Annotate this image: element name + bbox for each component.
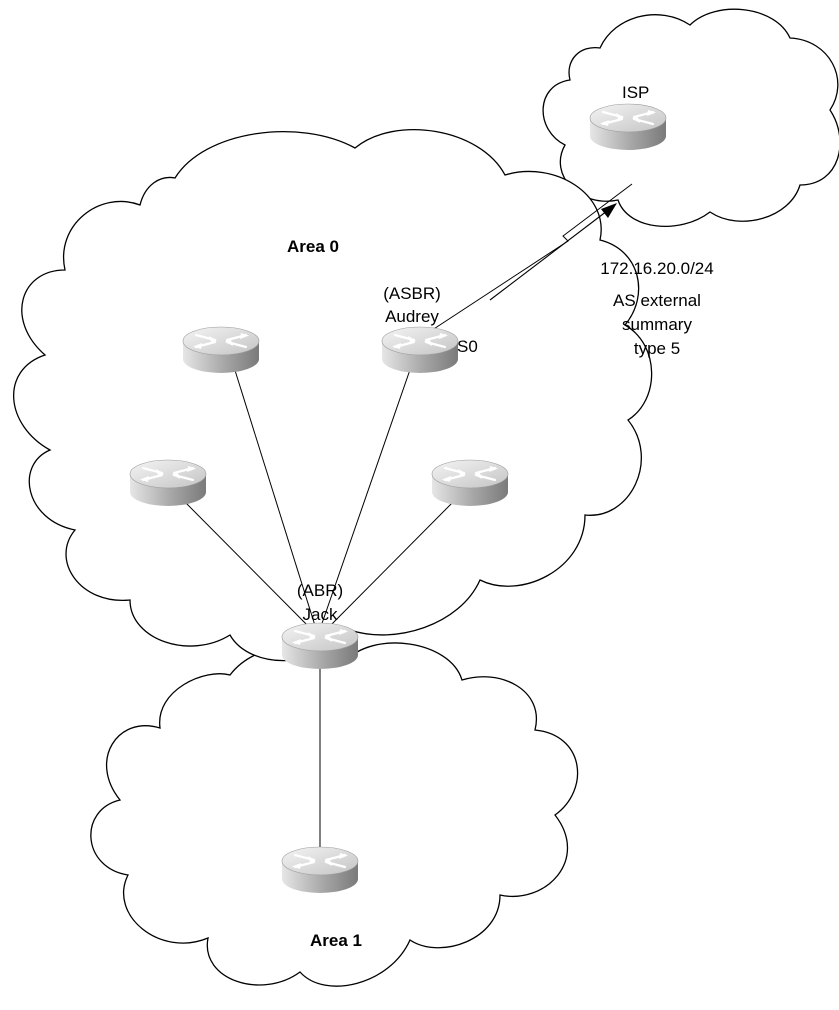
link-jack-router-lower-right <box>320 496 459 636</box>
audrey-router-icon <box>380 325 460 375</box>
area1-cloud <box>90 642 579 987</box>
area0-cloud <box>13 129 653 662</box>
serial-link-s0 <box>419 183 633 339</box>
link-jack-router-upper-left <box>232 363 318 633</box>
isp-cloud <box>542 8 839 228</box>
advertisement-arrow <box>489 210 608 301</box>
isp-label: ISP <box>622 83 649 102</box>
link-jack-audrey <box>318 363 413 633</box>
area1-router-icon <box>280 845 360 895</box>
s0-interface-label: S0 <box>457 337 478 356</box>
prefix-label: 172.16.20.0/24 <box>600 259 713 278</box>
audrey-role-label: (ASBR) <box>383 284 441 303</box>
lsa-line2-label: summary <box>622 315 692 334</box>
audrey-name-label: Audrey <box>385 307 439 326</box>
jack-name-label: Jack <box>303 605 338 624</box>
advertisement-arrow-head <box>601 203 617 218</box>
router-lower-right-icon <box>430 458 510 508</box>
isp-router-icon <box>588 102 668 152</box>
jack-router-icon <box>280 621 360 671</box>
lsa-line3-label: type 5 <box>634 339 680 358</box>
router-upper-left-icon <box>181 325 261 375</box>
link-jack-router-lower-left <box>179 496 318 636</box>
area0-label: Area 0 <box>287 237 339 256</box>
router-lower-left-icon <box>128 458 208 508</box>
area1-label: Area 1 <box>310 931 362 950</box>
lsa-line1-label: AS external <box>613 291 701 310</box>
jack-role-label: (ABR) <box>297 581 343 600</box>
